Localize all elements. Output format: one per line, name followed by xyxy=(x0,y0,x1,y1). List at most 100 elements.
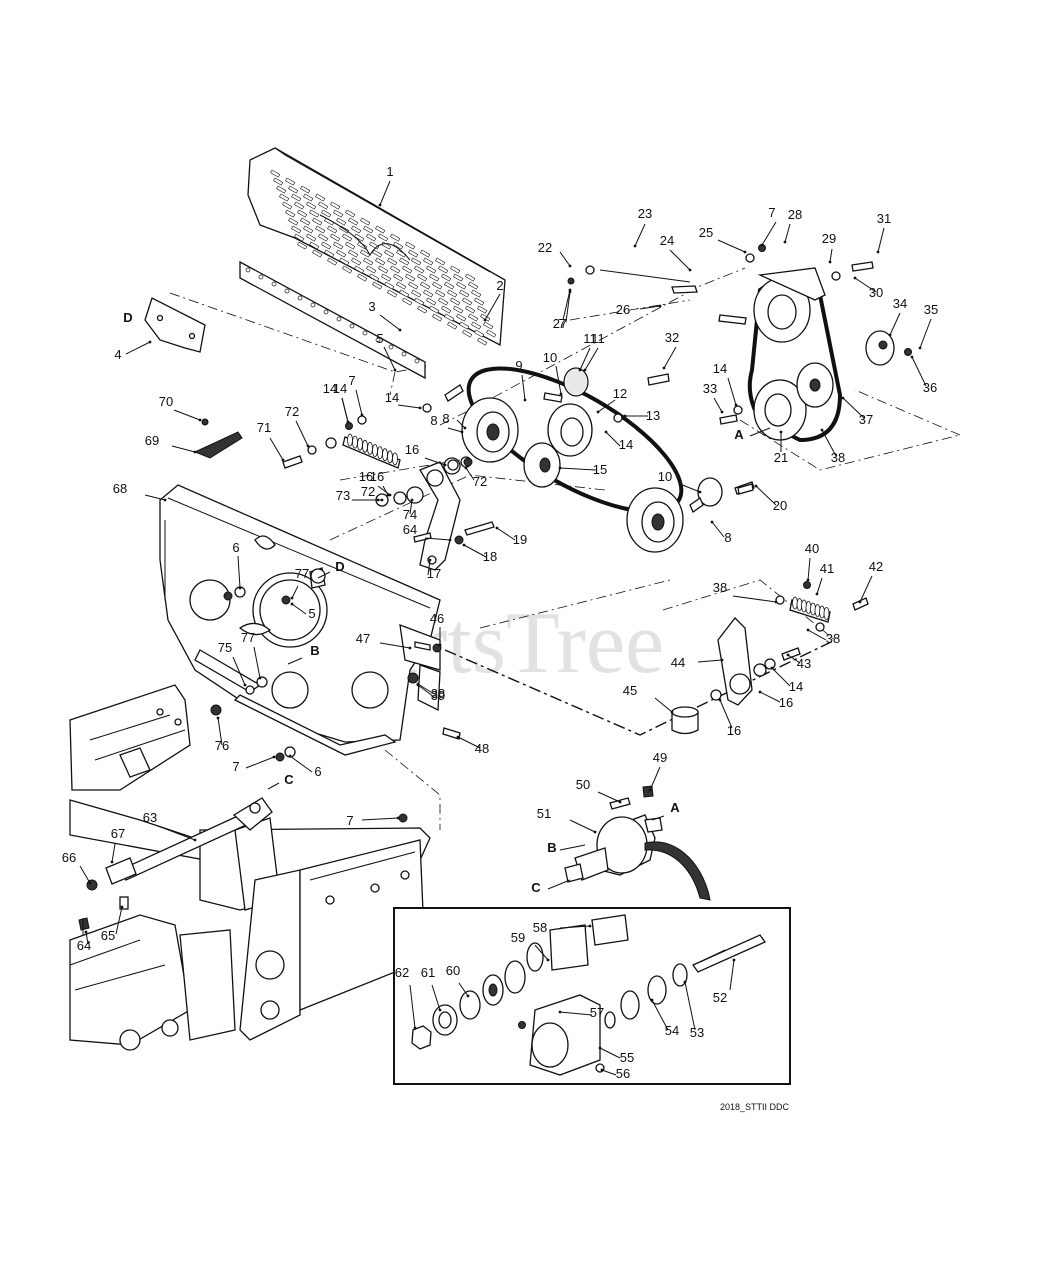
callout-26: 26 xyxy=(616,302,630,317)
leader-tip xyxy=(110,860,114,864)
leader-tip xyxy=(910,355,914,359)
leader-tip xyxy=(281,458,285,462)
leader-line xyxy=(597,791,621,803)
clip xyxy=(193,418,243,459)
callout-31: 31 xyxy=(877,211,891,226)
callout-14: 14 xyxy=(323,381,337,396)
callout-52: 52 xyxy=(713,990,727,1005)
leader-line xyxy=(634,223,646,247)
ref-letter-A: A xyxy=(734,427,744,442)
leader-line xyxy=(663,346,677,369)
leader-line xyxy=(711,521,725,538)
leader-tip xyxy=(290,602,294,606)
leader-line xyxy=(559,467,597,471)
callout-10: 10 xyxy=(543,350,557,365)
leader-tip xyxy=(683,980,687,984)
leader-line xyxy=(569,819,596,833)
callout-51: 51 xyxy=(537,806,551,821)
leader-tip xyxy=(410,498,414,502)
leader-tip xyxy=(618,800,622,804)
leader-tip xyxy=(828,260,832,264)
leader-line xyxy=(919,318,932,349)
leader-line xyxy=(732,595,777,603)
leader-line xyxy=(755,485,777,506)
callout-25: 25 xyxy=(699,225,713,240)
leader-line xyxy=(397,404,421,409)
leader-line xyxy=(379,314,401,331)
callout-1: 1 xyxy=(386,164,393,179)
leader-line xyxy=(651,999,669,1031)
callout-11: 11 xyxy=(591,331,605,346)
leader-tip xyxy=(388,493,392,497)
leader-tip xyxy=(120,905,124,909)
callout-41: 41 xyxy=(820,561,834,576)
leader-tip xyxy=(583,368,587,372)
callout-74: 74 xyxy=(403,507,417,522)
leader-tip xyxy=(596,410,600,414)
driveshaft xyxy=(78,797,273,935)
callout-2: 2 xyxy=(496,278,503,293)
leader-line xyxy=(559,251,571,267)
leader-tip xyxy=(658,304,662,308)
callout-28: 28 xyxy=(788,207,802,222)
callout-17: 17 xyxy=(427,566,441,581)
callout-14: 14 xyxy=(789,679,803,694)
leader-line xyxy=(807,629,827,641)
leader-tip xyxy=(568,264,572,268)
leader-tip xyxy=(760,243,764,247)
callout-76: 76 xyxy=(215,738,229,753)
callout-27: 27 xyxy=(553,316,567,331)
leader-tip xyxy=(820,428,824,432)
callout-77: 77 xyxy=(241,630,255,645)
leader-line xyxy=(496,527,516,541)
callout-3: 3 xyxy=(368,299,375,314)
leader-tip xyxy=(698,490,702,494)
leader-line xyxy=(713,397,723,413)
leader-line xyxy=(253,646,261,679)
leader-line xyxy=(115,906,123,935)
leader-line xyxy=(684,981,696,1031)
callout-6: 6 xyxy=(232,540,239,555)
leader-line xyxy=(465,467,475,481)
leader-line xyxy=(649,766,661,791)
callout-8: 8 xyxy=(724,530,731,545)
leader-line xyxy=(379,180,391,206)
leader-line xyxy=(654,697,673,713)
callout-22: 22 xyxy=(538,240,552,255)
leader-line xyxy=(291,603,307,615)
ref-arrow xyxy=(749,427,771,437)
callout-64: 64 xyxy=(77,938,91,953)
leader-line xyxy=(807,557,811,581)
ref-arrow xyxy=(651,815,665,821)
leader-tip xyxy=(456,735,460,739)
leader-tip xyxy=(378,203,382,207)
leader-tip xyxy=(495,526,499,530)
callout-24: 24 xyxy=(660,233,674,248)
callout-71: 71 xyxy=(257,420,271,435)
leader-line xyxy=(458,982,469,997)
leader-tip xyxy=(463,426,467,430)
callout-7: 7 xyxy=(346,813,353,828)
callout-labels: 1234567891011121314151617181920212223242… xyxy=(62,164,938,1081)
leader-line xyxy=(417,683,435,695)
pulleys-right xyxy=(567,244,912,495)
callout-53: 53 xyxy=(690,1025,704,1040)
callout-7: 7 xyxy=(558,316,565,331)
leader-lines xyxy=(79,180,932,1076)
callout-75: 75 xyxy=(218,640,232,655)
leader-line xyxy=(427,559,431,576)
leader-tip xyxy=(559,392,563,396)
leader-line xyxy=(761,221,777,246)
leader-line xyxy=(144,494,166,501)
leader-tip xyxy=(743,250,747,254)
leader-tip xyxy=(633,244,637,248)
callout-34: 34 xyxy=(893,296,907,311)
callout-65: 65 xyxy=(101,928,115,943)
callout-49: 49 xyxy=(653,750,667,765)
leader-tip xyxy=(598,1046,602,1050)
leader-tip xyxy=(568,290,572,294)
callout-70: 70 xyxy=(159,394,173,409)
leader-tip xyxy=(918,346,922,350)
callout-58: 58 xyxy=(533,920,547,935)
callout-6: 6 xyxy=(314,764,321,779)
